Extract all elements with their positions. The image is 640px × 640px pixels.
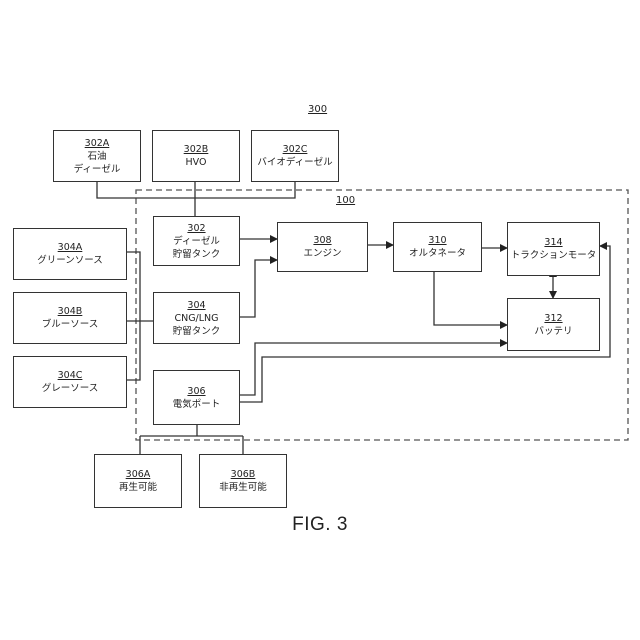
node-ref: 306A <box>126 468 151 481</box>
node-312-battery: 312 バッテリ <box>507 298 600 351</box>
node-308-engine: 308 エンジン <box>277 222 368 272</box>
node-304B-blue-source: 304B ブルーソース <box>13 292 127 344</box>
node-302B-hvo: 302B HVO <box>152 130 240 182</box>
node-ref: 302A <box>85 137 110 150</box>
figure-caption: FIG. 3 <box>0 514 640 536</box>
arrow-306-312 <box>239 343 507 395</box>
node-line: オルタネータ <box>409 247 466 260</box>
node-310-alternator: 310 オルタネータ <box>393 222 482 272</box>
node-304C-gray-source: 304C グレーソース <box>13 356 127 408</box>
node-ref: 304B <box>58 305 83 318</box>
label-100: 100 <box>336 195 355 206</box>
node-306-electric-port: 306 電気ポート <box>153 370 240 425</box>
node-ref: 308 <box>313 234 331 247</box>
node-ref: 302B <box>184 143 209 156</box>
node-line: 電気ポート <box>173 398 221 411</box>
connector-304A-bus <box>127 252 140 380</box>
node-line: ディーゼル <box>173 235 220 248</box>
node-ref: 310 <box>428 234 446 247</box>
node-line: トラクションモータ <box>511 249 597 262</box>
node-302C-biodiesel: 302C バイオディーゼル <box>251 130 339 182</box>
node-line: エンジン <box>303 247 341 260</box>
node-line: 貯留タンク <box>173 325 221 338</box>
node-line: 再生可能 <box>119 481 157 494</box>
node-302-diesel-tank: 302 ディーゼル 貯留タンク <box>153 216 240 266</box>
node-306A-renewable: 306A 再生可能 <box>94 454 182 508</box>
node-ref: 302 <box>187 222 205 235</box>
node-ref: 304C <box>58 369 83 382</box>
node-line: バッテリ <box>534 325 572 338</box>
node-line: 貯留タンク <box>173 248 221 261</box>
node-line: グレーソース <box>42 382 99 395</box>
node-line: 非再生可能 <box>219 481 267 494</box>
arrow-310-312 <box>434 272 507 325</box>
node-line: グリーンソース <box>37 254 103 267</box>
node-314-traction-motor: 314 トラクションモータ <box>507 222 600 276</box>
node-line: HVO <box>186 156 207 169</box>
node-line: ディーゼル <box>74 163 121 176</box>
node-ref: 314 <box>544 236 562 249</box>
node-line: CNG/LNG <box>174 312 218 325</box>
node-line: 石油 <box>87 150 106 163</box>
node-line: ブルーソース <box>42 318 99 331</box>
node-302A-petroleum-diesel: 302A 石油 ディーゼル <box>53 130 141 182</box>
node-ref: 304A <box>58 241 83 254</box>
node-ref: 306 <box>187 385 205 398</box>
node-line: バイオディーゼル <box>257 156 332 169</box>
node-ref: 312 <box>544 312 562 325</box>
node-304A-green-source: 304A グリーンソース <box>13 228 127 280</box>
node-304-cng-lng-tank: 304 CNG/LNG 貯留タンク <box>153 292 240 344</box>
node-306B-non-renewable: 306B 非再生可能 <box>199 454 287 508</box>
arrow-304-308 <box>239 260 277 317</box>
node-ref: 304 <box>187 299 205 312</box>
node-ref: 306B <box>231 468 256 481</box>
label-300: 300 <box>308 104 327 115</box>
node-ref: 302C <box>283 143 308 156</box>
